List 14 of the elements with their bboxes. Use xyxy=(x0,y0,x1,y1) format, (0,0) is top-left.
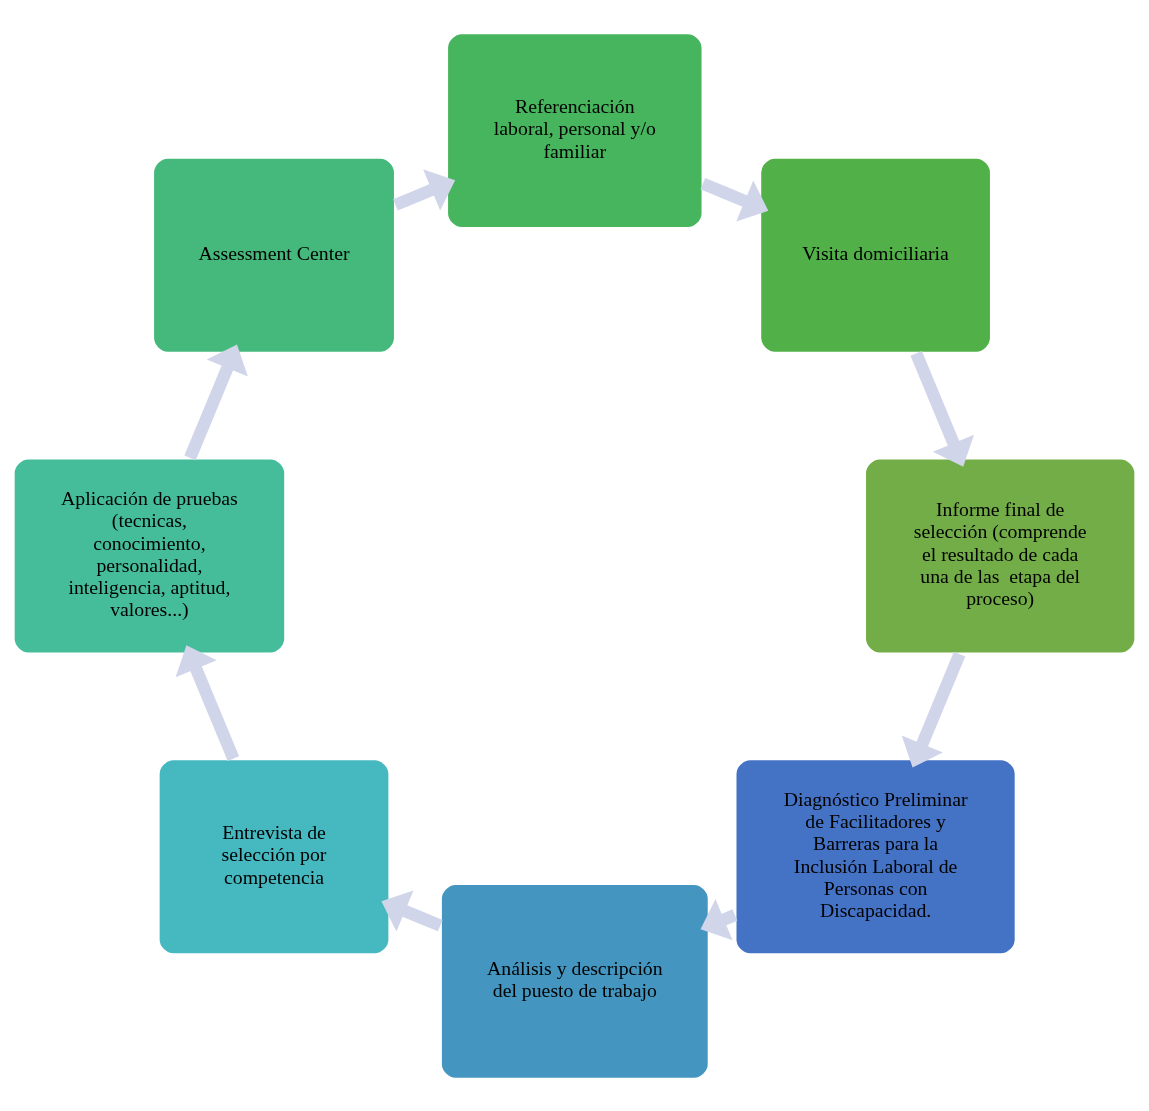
node-box: Aplicación de pruebas (tecnicas, conocimiento, personalidad, inteligencia, aptitud, valores...) xyxy=(12,456,287,655)
arrow xyxy=(393,168,456,211)
arrow xyxy=(910,350,975,467)
node-box: Diagnóstico Preliminar de Facilitadores y Barreras para la Inclusión Laboral de Personas con Discapacidad. xyxy=(734,757,1018,956)
node-box: Informe final de selección (comprende el resultado de cada una de las etapa del proceso) xyxy=(863,456,1137,655)
node-box: Visita domiciliaria xyxy=(758,155,993,354)
arrow xyxy=(700,177,769,222)
node-box: Entrevista de selección por competencia xyxy=(157,757,391,956)
node-box: Assessment Center xyxy=(151,155,397,354)
arrow xyxy=(901,651,966,768)
node-box: Referenciación laboral, personal y/o familiar xyxy=(445,31,704,230)
arrow xyxy=(184,344,248,460)
arrow xyxy=(381,889,443,932)
arrow xyxy=(175,644,240,761)
